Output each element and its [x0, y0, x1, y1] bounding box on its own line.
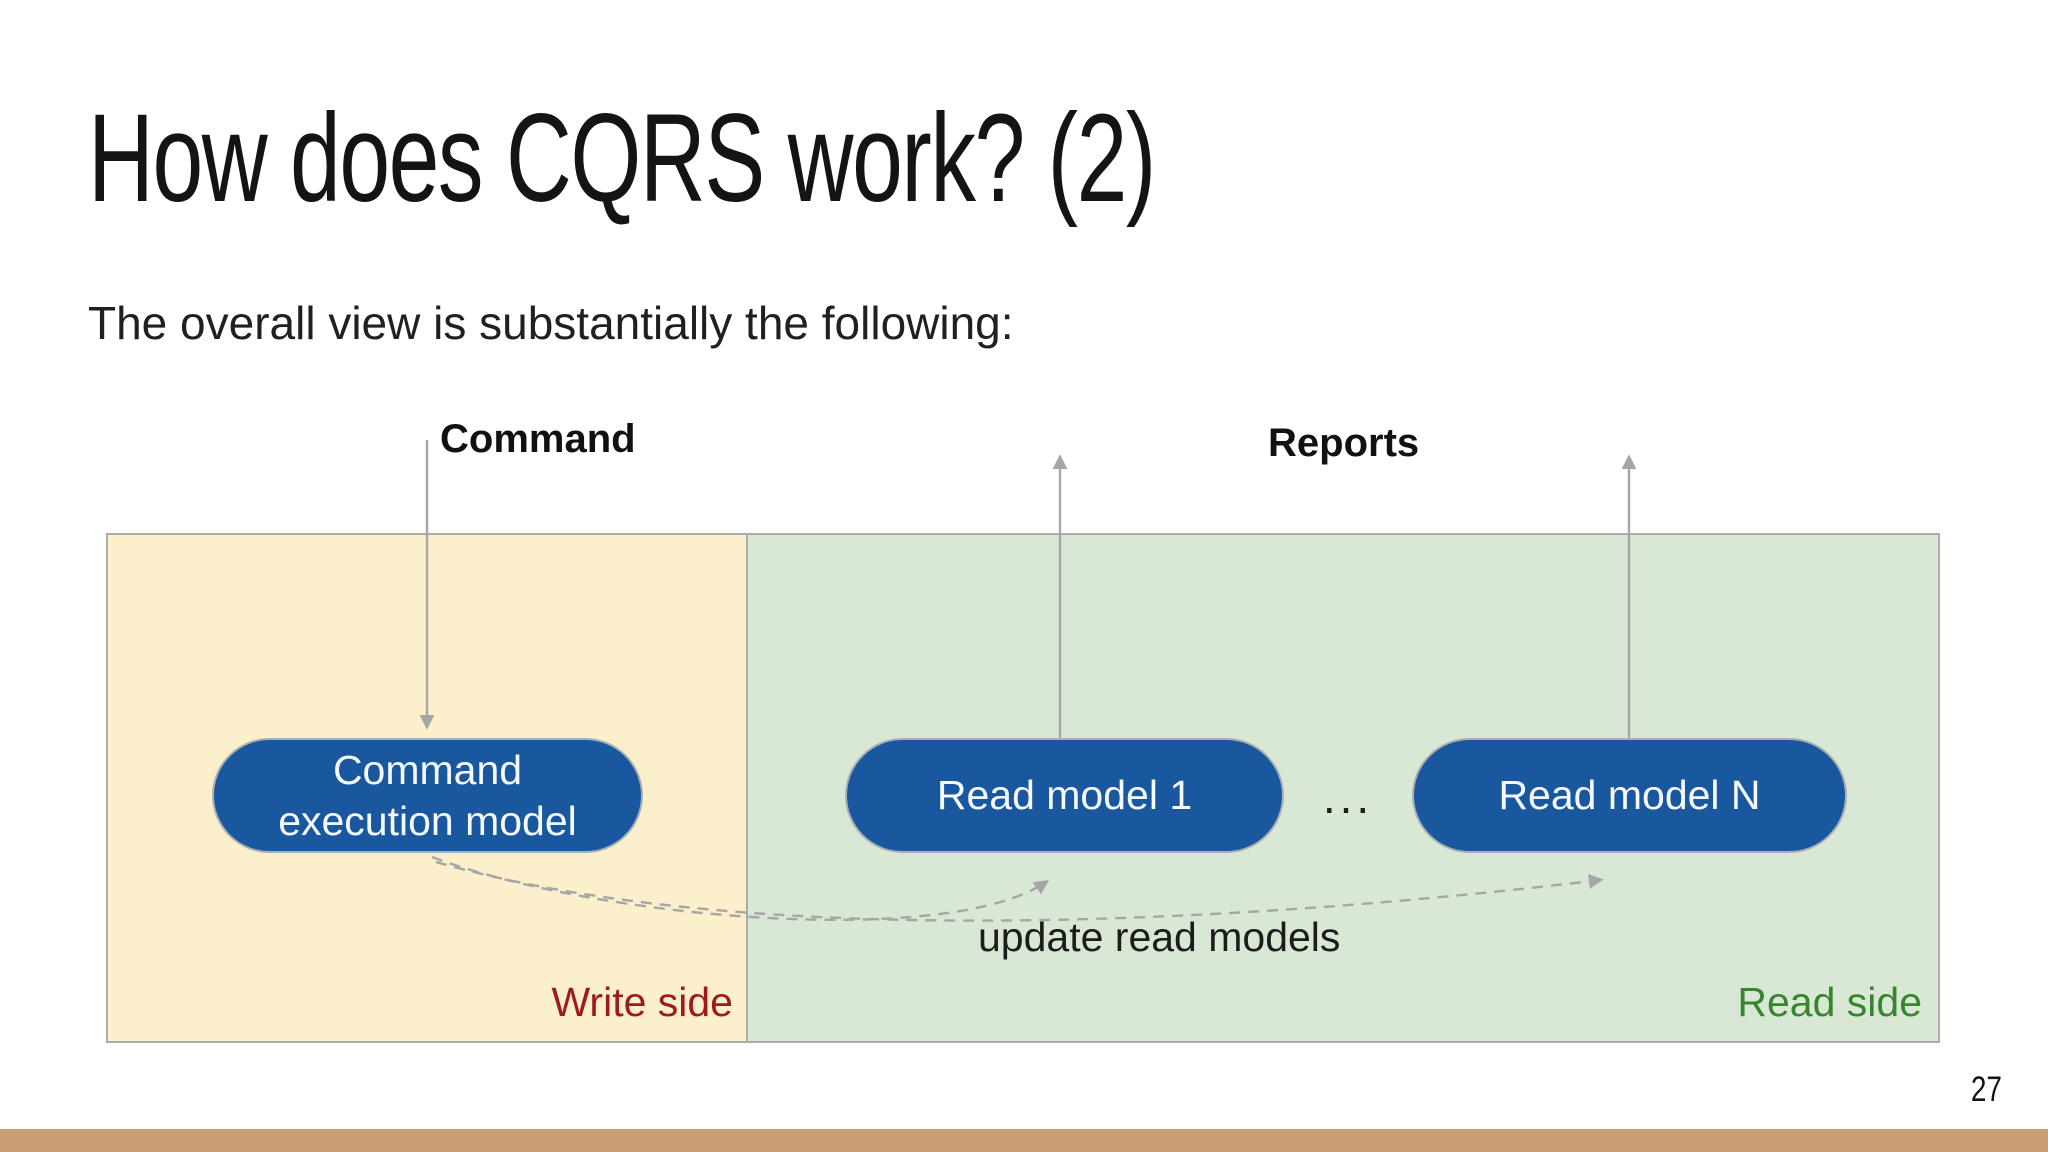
update-read-models-label: update read models: [978, 914, 1341, 960]
read-model-n-label: Read model N: [1498, 772, 1761, 819]
read-model-1-node: Read model 1: [845, 738, 1284, 853]
command-flow-label: Command: [440, 417, 636, 461]
read-side-label: Read side: [1737, 979, 1922, 1025]
slide-subtitle: The overall view is substantially the fo…: [88, 297, 1014, 349]
command-execution-model-node: Command execution model: [212, 738, 643, 853]
page-number: 27: [1970, 1070, 2002, 1109]
footer-accent-bar: [0, 1129, 2048, 1152]
write-side-label: Write side: [551, 979, 733, 1025]
slide-title: How does CQRS work? (2): [88, 89, 1156, 228]
read-model-n-node: Read model N: [1412, 738, 1847, 853]
reports-flow-label: Reports: [1268, 421, 1420, 465]
read-model-1-label: Read model 1: [936, 772, 1193, 819]
ellipsis-between-read-models: ...: [1322, 771, 1374, 823]
command-node-line2: execution model: [278, 797, 577, 844]
command-node-line1: Command: [332, 747, 523, 794]
